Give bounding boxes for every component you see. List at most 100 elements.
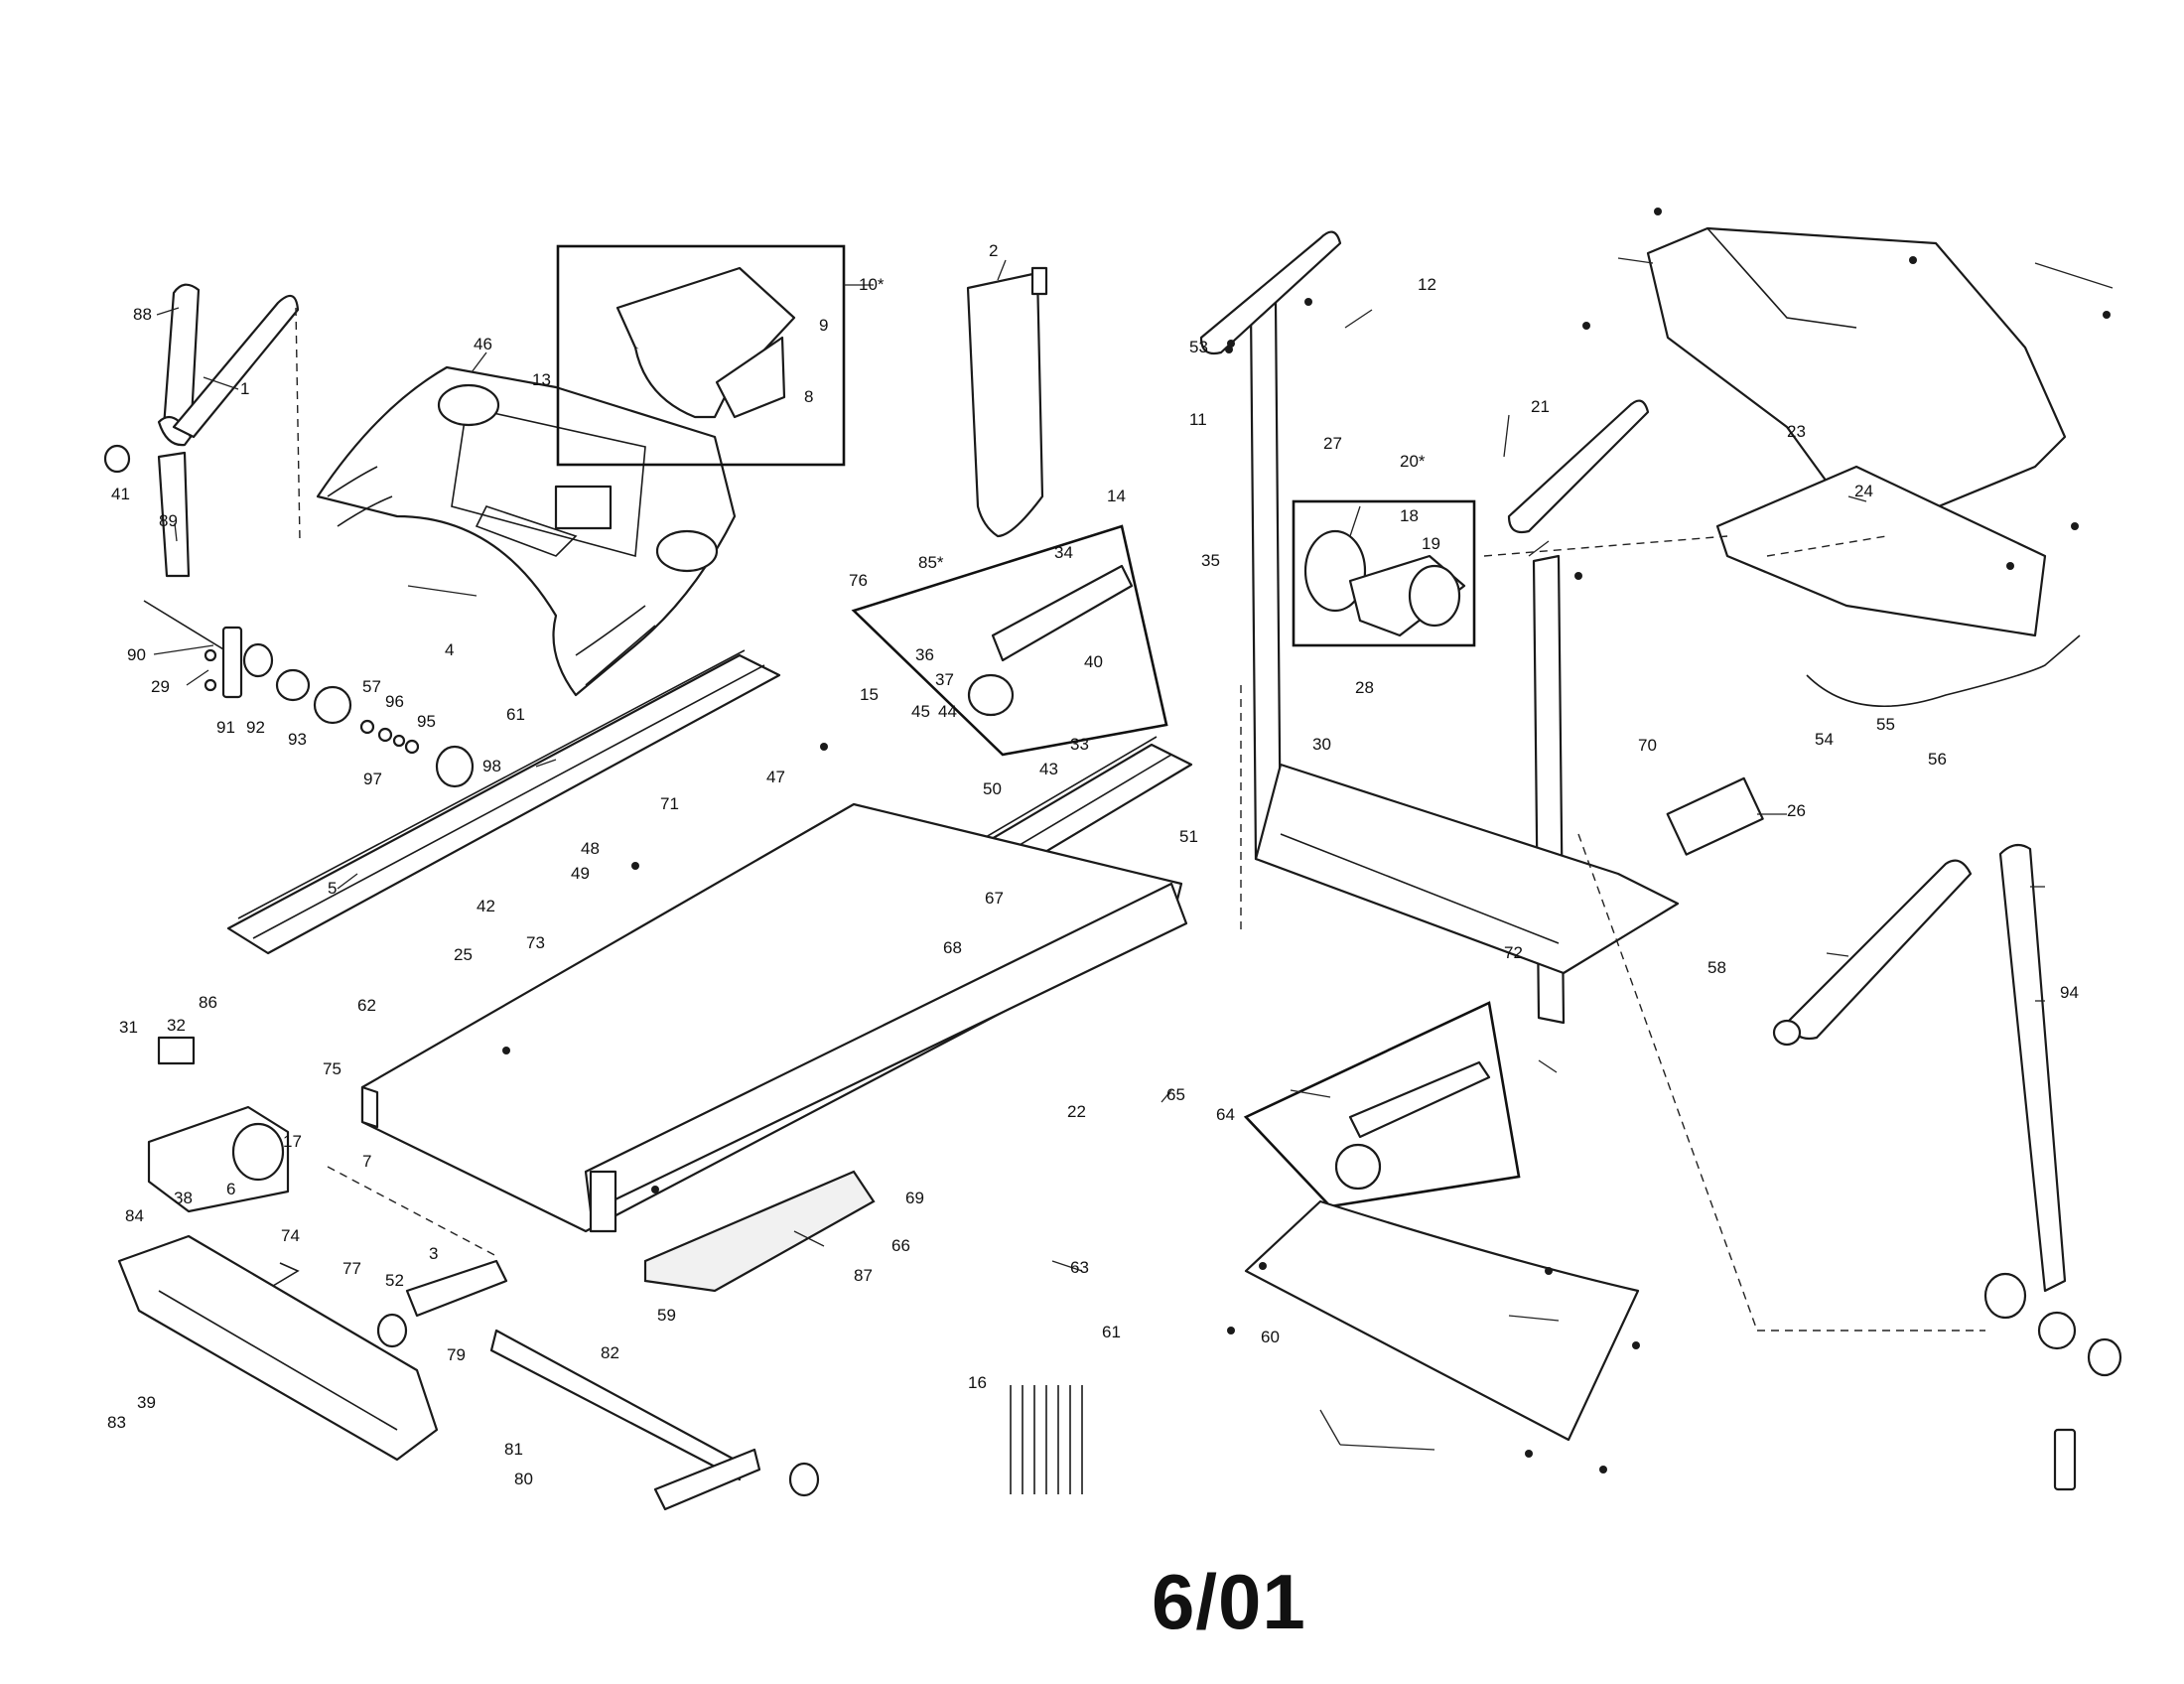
leader-lines bbox=[153, 257, 2114, 1451]
callout-26: 26 bbox=[1787, 801, 1806, 820]
callout-14: 14 bbox=[1107, 487, 1126, 505]
callout-75: 75 bbox=[323, 1059, 341, 1078]
callout-87: 87 bbox=[854, 1266, 873, 1285]
callout-2: 2 bbox=[989, 241, 998, 260]
callout-79-left: 79 bbox=[447, 1345, 466, 1364]
callout-box-20 bbox=[1292, 499, 1476, 647]
callout-25-left: 25 bbox=[454, 945, 473, 964]
callout-11: 11 bbox=[1189, 410, 1207, 429]
power-cord bbox=[1806, 634, 2081, 708]
callout-9: 9 bbox=[819, 316, 828, 335]
callout-57-a: 57 bbox=[362, 677, 381, 696]
motor-assembly bbox=[147, 1036, 290, 1213]
callout-68: 68 bbox=[943, 938, 962, 957]
callout-74: 74 bbox=[281, 1226, 300, 1245]
callout-53-a: 53 bbox=[1189, 338, 1208, 356]
callout-34-left: 34 bbox=[1054, 543, 1073, 562]
callout-51: 51 bbox=[1179, 827, 1198, 846]
callout-82: 82 bbox=[601, 1343, 619, 1362]
callout-86: 86 bbox=[199, 993, 217, 1012]
callout-48-a: 48 bbox=[581, 839, 600, 858]
callout-40-a: 40 bbox=[1084, 652, 1103, 671]
hood-cover bbox=[1646, 226, 2067, 538]
callout-70-a: 70 bbox=[1638, 736, 1657, 755]
callout-60: 60 bbox=[1261, 1328, 1280, 1346]
callout-28: 28 bbox=[1355, 678, 1374, 697]
callout-54: 54 bbox=[1815, 730, 1834, 749]
callout-61-right: 61 bbox=[1102, 1323, 1121, 1341]
left-upright-assembly bbox=[103, 283, 301, 656]
callout-3-left: 3 bbox=[429, 1244, 438, 1263]
console-shell bbox=[316, 365, 737, 697]
base-plate bbox=[1244, 1199, 1640, 1442]
callout-8: 8 bbox=[804, 387, 813, 406]
callout-64: 64 bbox=[1216, 1105, 1235, 1124]
callout-76-left: 76 bbox=[849, 571, 868, 590]
front-roller bbox=[1303, 529, 1466, 637]
callout-59: 59 bbox=[657, 1306, 676, 1325]
left-bracket-group bbox=[204, 626, 475, 788]
callout-72: 72 bbox=[1504, 943, 1523, 962]
callout-88-left: 88 bbox=[133, 305, 152, 324]
callout-16: 16 bbox=[968, 1373, 987, 1392]
callout-23: 23 bbox=[1787, 422, 1806, 441]
callout-92-left: 92 bbox=[246, 718, 265, 737]
revision-code: 6/01 bbox=[1152, 1558, 1306, 1645]
callout-17: 17 bbox=[283, 1132, 302, 1151]
callout-56: 56 bbox=[1928, 750, 1947, 769]
callout-32: 32 bbox=[167, 1016, 186, 1035]
right-handle bbox=[1772, 843, 2122, 1491]
controller-board bbox=[1666, 776, 1764, 856]
callout-98-left: 98 bbox=[482, 757, 501, 775]
callout-13-console: 13 bbox=[532, 370, 551, 389]
callout-box-85-right bbox=[1243, 1001, 1521, 1208]
callout-61-left: 61 bbox=[506, 705, 525, 724]
callout-77-left: 77 bbox=[342, 1259, 361, 1278]
callout-66-a: 66 bbox=[891, 1236, 910, 1255]
callout-21: 21 bbox=[1531, 397, 1550, 416]
callout-47-a: 47 bbox=[766, 768, 785, 786]
callout-30: 30 bbox=[1312, 735, 1331, 754]
callout-62-a: 62 bbox=[357, 996, 376, 1015]
callout-36-left: 36 bbox=[915, 645, 934, 664]
callout-45: 45 bbox=[911, 702, 930, 721]
callout-41-left: 41 bbox=[111, 485, 130, 503]
motor-shield bbox=[1715, 465, 2047, 637]
callout-37-left: 37 bbox=[935, 670, 954, 689]
belt-clip bbox=[1030, 266, 1048, 296]
callout-80: 80 bbox=[514, 1470, 533, 1488]
callout-20-star: 20* bbox=[1400, 452, 1426, 471]
callout-63: 63 bbox=[1070, 1258, 1089, 1277]
cable-ties bbox=[1010, 1385, 1083, 1494]
callout-4: 4 bbox=[445, 640, 454, 659]
callout-33-a: 33 bbox=[1070, 735, 1089, 754]
callout-22: 22 bbox=[1067, 1102, 1086, 1121]
console-electronics bbox=[615, 266, 796, 419]
wheel-bracket-left bbox=[967, 564, 1134, 717]
callout-67: 67 bbox=[985, 889, 1004, 908]
callout-5-left: 5 bbox=[328, 879, 337, 898]
callout-labels: 88 1 41 89 90 29 91 92 93 57 96 95 97 98… bbox=[107, 241, 2079, 1488]
callout-85-star-left: 85* bbox=[918, 553, 944, 572]
callout-6: 6 bbox=[226, 1180, 235, 1198]
belt-guard bbox=[643, 1170, 876, 1293]
callout-box-85-left bbox=[851, 524, 1168, 757]
callout-44: 44 bbox=[938, 702, 957, 721]
callout-65: 65 bbox=[1166, 1085, 1185, 1104]
right-upright-frame bbox=[1199, 230, 1680, 1025]
walking-deck bbox=[360, 802, 1188, 1233]
callout-90-left: 90 bbox=[127, 645, 146, 664]
callout-91-left: 91 bbox=[216, 718, 235, 737]
callout-24: 24 bbox=[1854, 482, 1873, 500]
callout-94: 94 bbox=[2060, 983, 2079, 1002]
callout-7: 7 bbox=[362, 1152, 371, 1171]
callout-97-left: 97 bbox=[363, 770, 382, 788]
callout-69: 69 bbox=[905, 1189, 924, 1207]
callout-12: 12 bbox=[1418, 275, 1436, 294]
callout-84: 84 bbox=[125, 1206, 144, 1225]
callout-19: 19 bbox=[1422, 534, 1440, 553]
lift-frame bbox=[376, 1259, 820, 1511]
callout-box-10 bbox=[556, 244, 846, 467]
callout-31-left: 31 bbox=[119, 1018, 138, 1037]
